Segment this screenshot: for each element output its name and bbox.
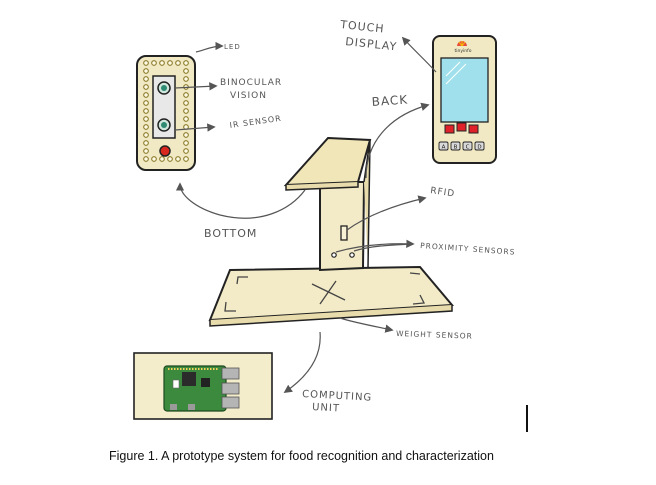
text-cursor (526, 405, 528, 432)
brand-logo-icon (457, 41, 467, 47)
label-weight-sensor: WEIGHT SENSOR (396, 329, 473, 341)
display-screen (440, 57, 489, 123)
red-button-3[interactable] (468, 124, 479, 134)
bottom-arrow (175, 182, 306, 219)
rfid-slot-icon (340, 225, 348, 241)
label-ir-sensor: IR SENSOR (229, 114, 282, 130)
ir-sensor-icon (159, 145, 171, 157)
proximity-sensor-left-icon (331, 252, 337, 258)
label-computing: COMPUTING (302, 389, 373, 404)
key-a[interactable] (438, 141, 449, 151)
key-b-label: B (454, 145, 458, 151)
label-vision: VISION (230, 91, 267, 101)
computing-unit-board (133, 352, 273, 420)
label-display: DISPLAY (345, 35, 398, 53)
bottom-sensor-board (136, 55, 196, 171)
touch-display-device: tinyinfo A B C D (432, 35, 497, 164)
key-d[interactable] (474, 141, 485, 151)
back-arrow (365, 102, 430, 179)
label-bottom: BOTTOM (204, 227, 257, 240)
binocular-arrow (174, 82, 218, 91)
label-binocular: BINOCULAR (220, 78, 282, 88)
key-d-label: D (477, 145, 481, 151)
ir-sensor-arrow (174, 123, 216, 132)
label-back: BACK (371, 92, 408, 109)
key-c-label: C (466, 145, 470, 151)
rfid-arrow (346, 195, 427, 231)
key-b[interactable] (450, 141, 461, 151)
weight-sensor-arrow (339, 317, 394, 333)
label-touch: TOUCH (339, 18, 386, 36)
label-proximity-sensors: PROXIMITY SENSORS (420, 241, 516, 257)
figure-caption: Figure 1. A prototype system for food re… (109, 449, 494, 463)
proximity-sensor-right-icon (349, 252, 355, 258)
key-c[interactable] (462, 141, 473, 151)
led-arrow (195, 41, 224, 53)
key-a-label: A (442, 145, 446, 151)
label-unit: UNIT (312, 402, 340, 414)
red-button-2[interactable] (456, 122, 467, 132)
brand-text: tinyinfo (455, 48, 472, 54)
label-led: LED (224, 43, 241, 51)
label-rfid: RFID (430, 186, 456, 199)
touch-display-arrow (401, 36, 437, 73)
proximity-arrow-2 (353, 243, 414, 252)
computing-unit-arrow (283, 331, 321, 393)
red-button-1[interactable] (444, 124, 455, 134)
